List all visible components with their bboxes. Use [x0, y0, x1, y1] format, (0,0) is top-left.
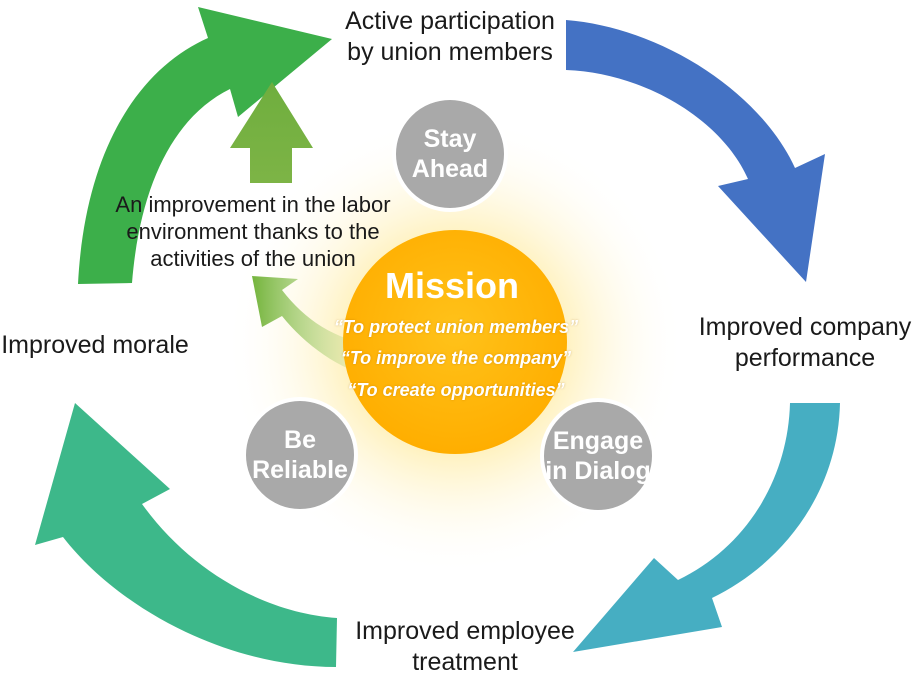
- be-reliable-circle: [242, 397, 358, 513]
- arrow-top-left: [78, 7, 332, 284]
- mission-quote-protect: “To protect union members”: [333, 317, 579, 337]
- engage-in-dialog-label: Engage in Dialog: [545, 427, 651, 485]
- mission-circle: [343, 230, 567, 454]
- mission-quote-improve: “To improve the company”: [340, 348, 572, 368]
- arrow-top-right: [566, 20, 825, 282]
- arrow-bottom-right: [573, 403, 840, 652]
- inner-arrow-up: [230, 82, 313, 183]
- stay-ahead-label: Stay Ahead: [411, 125, 489, 183]
- arrow-bottom-left: [35, 403, 337, 667]
- label-active-participation: Active participation by union members: [345, 7, 555, 66]
- engage-in-dialog-circle: [540, 398, 656, 514]
- label-improved-company-performance: Improved company performance: [698, 313, 912, 372]
- be-reliable-label: Be Reliable: [252, 426, 348, 484]
- mission-title: Mission: [384, 265, 520, 306]
- label-improved-employee-treatment: Improved employee treatment: [355, 617, 575, 676]
- mission-quote-opportunities: “To create opportunities”: [347, 380, 565, 400]
- label-labor-environment-note: An improvement in the labor environment …: [115, 192, 391, 271]
- stay-ahead-circle: [392, 96, 508, 212]
- label-improved-morale: Improved morale: [1, 331, 189, 359]
